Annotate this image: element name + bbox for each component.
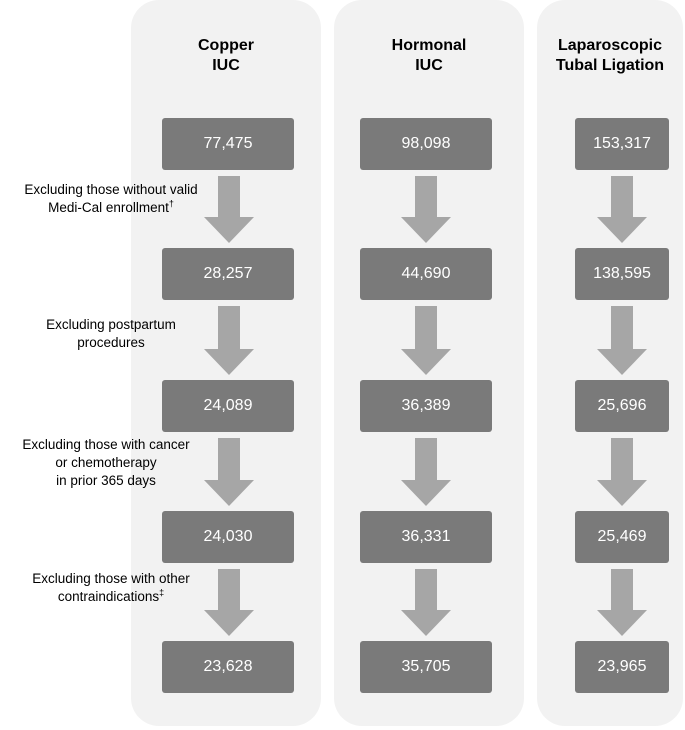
down-arrow-icon bbox=[401, 306, 451, 375]
exclusion-step-line: Excluding postpartum bbox=[46, 317, 176, 332]
down-arrow-icon bbox=[597, 569, 647, 636]
down-arrow-icon bbox=[597, 176, 647, 243]
count-box: 23,628 bbox=[162, 641, 294, 693]
down-arrow-icon bbox=[401, 176, 451, 243]
footnote-mark: ‡ bbox=[159, 587, 165, 598]
column-title: Copper IUC bbox=[198, 37, 254, 74]
down-arrow-icon bbox=[204, 306, 254, 375]
count-box: 35,705 bbox=[360, 641, 492, 693]
exclusion-step-line: Medi-Cal enrollment† bbox=[48, 198, 174, 215]
exclusion-step-line: procedures bbox=[77, 335, 145, 350]
down-arrow-icon bbox=[597, 306, 647, 375]
down-arrow-icon bbox=[597, 438, 647, 506]
count-box: 28,257 bbox=[162, 248, 294, 300]
down-arrow-icon bbox=[204, 438, 254, 506]
count-box: 153,317 bbox=[575, 118, 669, 170]
count-box: 25,696 bbox=[575, 380, 669, 432]
down-arrow-icon bbox=[401, 438, 451, 506]
count-box: 24,089 bbox=[162, 380, 294, 432]
exclusion-step-line: Excluding those without valid bbox=[24, 182, 198, 197]
down-arrow-icon bbox=[401, 569, 451, 636]
count-box: 138,595 bbox=[575, 248, 669, 300]
count-box: 77,475 bbox=[162, 118, 294, 170]
column-title: Hormonal IUC bbox=[391, 37, 467, 74]
exclusion-step-line: Excluding those with cancer bbox=[22, 437, 190, 452]
count-box: 23,965 bbox=[575, 641, 669, 693]
column-title: Laparoscopic Tubal Ligation bbox=[555, 37, 665, 74]
down-arrow-icon bbox=[204, 176, 254, 243]
count-box: 36,389 bbox=[360, 380, 492, 432]
footnote-mark: † bbox=[168, 198, 174, 209]
exclusion-step-line: or chemotherapy bbox=[55, 455, 157, 470]
count-box: 25,469 bbox=[575, 511, 669, 563]
count-box: 36,331 bbox=[360, 511, 492, 563]
exclusion-step-label: Excluding those with cancer or chemothera… bbox=[0, 436, 212, 490]
down-arrow-icon bbox=[204, 569, 254, 636]
exclusion-step-line: Excluding those with other bbox=[32, 571, 190, 586]
count-box: 98,098 bbox=[360, 118, 492, 170]
count-box: 44,690 bbox=[360, 248, 492, 300]
exclusion-step-line: in prior 365 days bbox=[56, 473, 156, 488]
count-box: 24,030 bbox=[162, 511, 294, 563]
exclusion-step-line: contraindications‡ bbox=[57, 587, 165, 604]
exclusion-step-label: Excluding postpartum procedures bbox=[10, 316, 212, 352]
